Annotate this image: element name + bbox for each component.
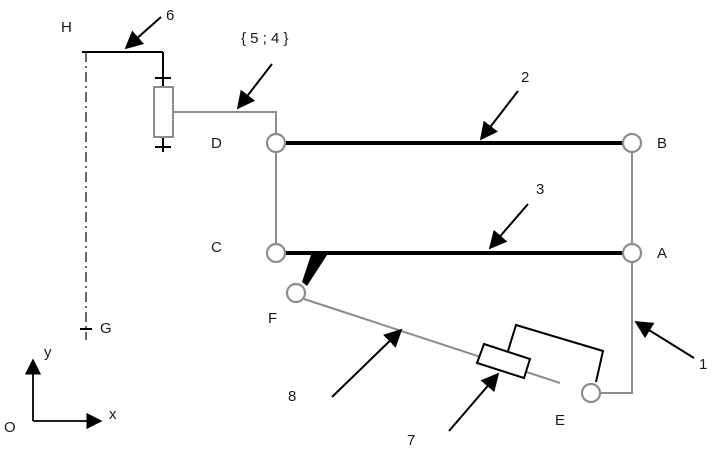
label-set: { 5 ; 4 } — [241, 30, 289, 47]
link-7 — [507, 323, 605, 383]
joint-F — [285, 282, 307, 304]
leader-arrow-3 — [488, 203, 529, 250]
label-B: B — [657, 135, 667, 152]
joint-D — [265, 132, 287, 154]
leader-arrow-set — [236, 63, 273, 110]
link-1 — [600, 263, 633, 394]
label-7: 7 — [407, 432, 415, 449]
label-x: x — [109, 406, 117, 423]
label-H: H — [61, 19, 72, 36]
slider-block-7 — [475, 342, 532, 380]
label-A: A — [657, 245, 667, 262]
label-3: 3 — [536, 181, 544, 198]
joint-E — [580, 382, 602, 404]
label-O: O — [4, 419, 16, 436]
label-F: F — [268, 310, 277, 327]
label-1: 1 — [699, 356, 707, 373]
slider-block-6 — [153, 86, 174, 138]
leader-arrow-6 — [124, 16, 162, 50]
label-2: 2 — [521, 69, 529, 86]
label-D: D — [211, 135, 222, 152]
joint-B — [621, 132, 643, 154]
joint-A — [621, 242, 643, 264]
joint-C — [265, 242, 287, 264]
link-slider-to-D — [173, 111, 277, 134]
leader-arrow-2 — [479, 90, 519, 141]
label-6: 6 — [166, 7, 174, 24]
leader-arrow-1 — [634, 321, 695, 359]
label-y: y — [44, 344, 52, 361]
leader-arrow-7 — [448, 372, 500, 432]
label-C: C — [211, 239, 222, 256]
bracket-3-F — [302, 255, 327, 286]
label-8: 8 — [288, 388, 296, 405]
label-G: G — [100, 320, 112, 337]
leader-arrow-8 — [331, 328, 403, 398]
label-E: E — [555, 412, 565, 429]
